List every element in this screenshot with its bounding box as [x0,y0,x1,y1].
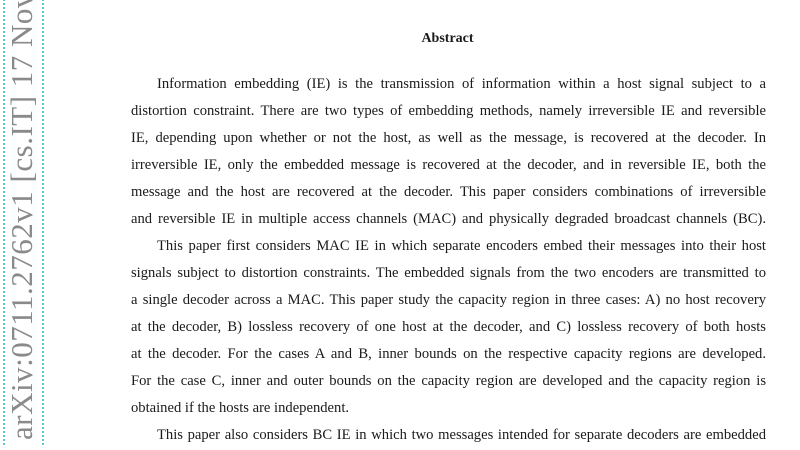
text-line: at the decoder, B) lossless recovery of … [131,319,766,335]
text-line: Information embedding (IE) is the transm… [157,76,766,92]
text-line: irreversible IE, only the embedded messa… [131,157,766,173]
text-line: at the decoder. For the cases A and B, i… [131,346,766,362]
text-line: obtained if the hosts are independent. [131,400,350,416]
text-line: message and the host are recovered at th… [131,184,766,200]
text-line: and reversible IE in multiple access cha… [131,211,766,227]
text-line: For the case C, inner and outer bounds o… [131,373,766,389]
text-line: signals subject to distortion constraint… [131,265,766,281]
text-line: distortion constraint. There are two typ… [131,103,766,119]
arxiv-watermark: arXiv:0711.2762v1 [cs.IT] 17 Nov [4,0,39,440]
text-line: This paper also considers BC IE in which… [157,427,766,443]
text-line: This paper first considers MAC IE in whi… [157,238,766,254]
text-line: IE, depending upon whether or not the ho… [131,130,766,146]
abstract-heading: Abstract [421,31,474,46]
arxiv-watermark-border [3,0,44,445]
text-line: a single decoder across a MAC. This pape… [131,292,766,308]
